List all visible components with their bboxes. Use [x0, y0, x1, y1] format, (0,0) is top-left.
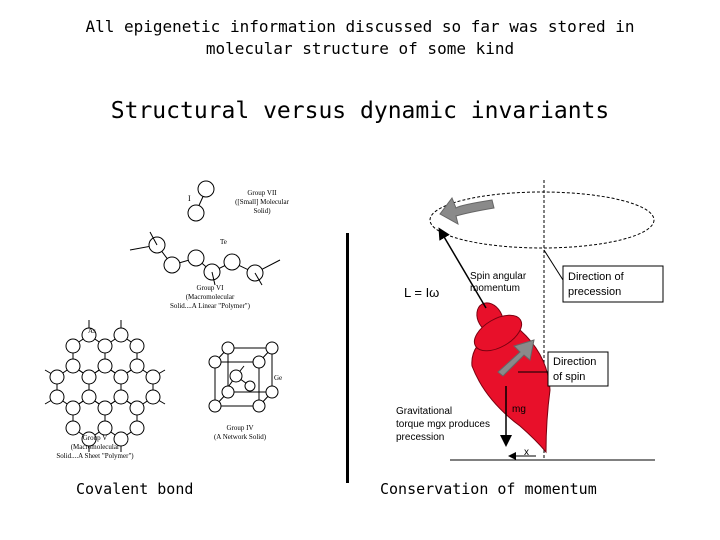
- spin-arrow-icon: [497, 339, 535, 377]
- direction-of-spin-box: [547, 351, 609, 387]
- tellurium-chain: [129, 231, 281, 286]
- spinning-top: [471, 302, 551, 454]
- direction-of-precession-box: [562, 265, 664, 303]
- group7-line3: Solid): [253, 207, 271, 215]
- group7-element: I: [188, 194, 191, 203]
- torque-label-2: torque mgx produces: [396, 419, 490, 430]
- precession-ellipse: [429, 191, 655, 249]
- left-caption: Covalent bond: [76, 480, 194, 498]
- torque-label-3: precession: [396, 432, 444, 443]
- x-label: x: [524, 447, 529, 458]
- group7-title: Group VII: [247, 189, 277, 197]
- group4-title: Group IV: [226, 424, 253, 432]
- group5-element: As: [88, 327, 96, 335]
- spinning-top-figure: L = Iω Spin angular momentum Direction o…: [396, 180, 664, 461]
- group6-title: Group VI: [197, 284, 225, 292]
- germanium-atoms: [208, 341, 279, 413]
- group6-element: Te: [220, 238, 227, 246]
- divider-line: [346, 233, 349, 483]
- weight-label: mg: [512, 404, 526, 415]
- group4-line2: (A Network Solid): [214, 433, 267, 441]
- group7-line2: ([Small] Molecular: [235, 198, 290, 206]
- group6-line2: (Macromolecular: [186, 293, 235, 301]
- group5-title: Group V: [83, 434, 108, 442]
- group5-line2: (Macromolecular: [71, 443, 120, 451]
- group6-line3: Solid....A Linear "Polymer"): [170, 302, 251, 310]
- group5-line3: Solid....A Sheet "Polymer"): [56, 452, 134, 460]
- spin-angular-label-2: momentum: [470, 283, 520, 294]
- germanium-network: [214, 347, 273, 407]
- spin-label-1: Direction: [553, 356, 596, 368]
- arsenic-atoms: [49, 327, 161, 447]
- iodine-molecule: [187, 180, 215, 222]
- intro-line-2: molecular structure of some kind: [205, 39, 515, 58]
- precession-label-1: Direction of: [568, 271, 625, 283]
- molecular-structures-figure: I Group VII ([Small] Molecular Solid) Te…: [44, 180, 290, 460]
- group4-element: Ge: [274, 374, 282, 382]
- intro-line-1: All epigenetic information discussed so …: [85, 17, 635, 36]
- precession-label-2: precession: [568, 286, 621, 298]
- right-caption: Conservation of momentum: [380, 480, 597, 498]
- angular-momentum-vector: [438, 227, 487, 309]
- spin-angular-label-1: Spin angular: [470, 271, 527, 282]
- slide-headline: Structural versus dynamic invariants: [110, 98, 610, 124]
- precession-arrow-icon: [439, 196, 495, 225]
- torque-label-1: Gravitational: [396, 406, 452, 417]
- intro-text: All epigenetic information discussed so …: [60, 16, 660, 60]
- angular-momentum-formula: L = Iω: [404, 285, 439, 300]
- spin-label-2: of spin: [553, 371, 585, 383]
